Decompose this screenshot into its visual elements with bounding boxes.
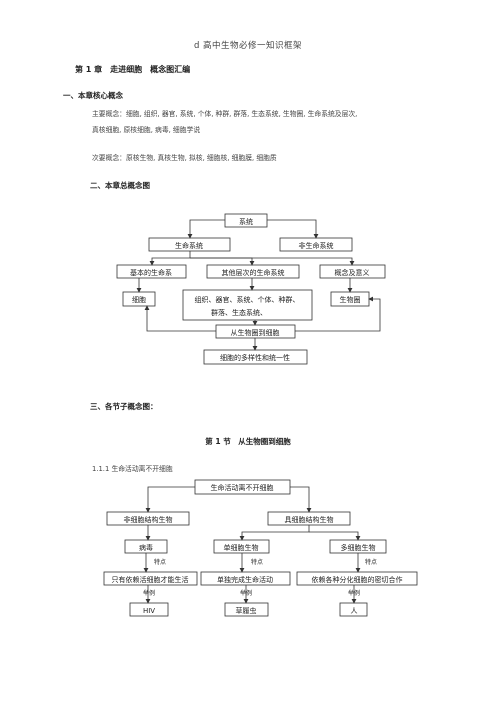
label-levels-line1: 组织、器官、系统、个体、种群、 [195,295,300,304]
label-virus-feature: 只有依赖活细胞才能生活 [112,575,189,584]
label-virus: 病毒 [139,543,153,552]
label-paramecium: 草履虫 [236,606,257,615]
section2-heading: 二、本章总概念图 [90,181,150,190]
secondary-concepts: 次要概念：原核生物, 真核生物, 拟核, 细胞核, 细胞膜, 细胞质 [92,154,277,162]
label-biosphere: 生物圈 [340,295,361,304]
section3-heading: 三、各节子概念图： [90,402,158,411]
label-human: 人 [351,607,358,615]
label-concept-meaning: 概念及意义 [335,268,370,277]
label-unicellular: 单细胞生物 [224,543,259,552]
label-feature-uni: 特点 [251,558,263,566]
label-multicellular: 多细胞生物 [341,543,376,552]
subsection-1-1-1: 1.1.1 生命活动离不开细胞 [92,465,173,473]
label-from-biosphere-to-cell: 从生物圈到细胞 [231,328,280,337]
label-multi-feature: 依赖各种分化细胞的密切合作 [312,575,403,584]
label-system: 系统 [239,217,253,226]
label-uni-feature: 单独完成生命活动 [217,575,273,584]
label-cell: 细胞 [132,295,146,304]
label-hiv: HIV [143,607,155,615]
section1-heading: 一、本章核心概念 [63,91,123,100]
page-header: d 高中生物必修一知识框架 [193,41,303,51]
chapter-title: 第 1 章 走进细胞 概念图汇编 [75,65,191,74]
box-uni-feature [200,571,291,586]
label-example-uni: 举例 [240,589,252,597]
label-cellular: 具细胞结构生物 [285,515,334,524]
label-basic-living-system: 基本的生命系 [130,268,172,277]
label-life-needs-cells: 生命活动离不开细胞 [211,483,274,492]
label-living-system: 生命系统 [175,241,203,250]
box-virus-feature [103,571,198,586]
label-feature-multi: 特点 [365,558,377,566]
label-other-levels: 其他层次的生命系统 [222,268,285,277]
label-nonliving-system: 非生命系统 [299,241,334,250]
label-example-virus: 举例 [143,589,155,597]
box-levels [182,289,313,321]
core-concepts-line1: 主要概念：细胞, 组织, 器官, 系统, 个体, 种群, 群落, 生态系统, 生… [92,110,358,118]
label-levels-line2: 群落、生态系统、 [211,308,267,317]
box-system [224,213,268,228]
label-feature-virus: 特点 [154,558,166,566]
label-example-multi: 举例 [348,589,360,597]
label-cell-diversity: 细胞的多样性和统一性 [220,353,290,362]
section-1-title: 第 1 节 从生物圈到细胞 [205,437,291,446]
label-noncellular: 非细胞结构生物 [124,515,173,524]
core-concepts-line2: 真核细胞, 原核细胞, 病毒, 细胞学说 [92,126,201,134]
